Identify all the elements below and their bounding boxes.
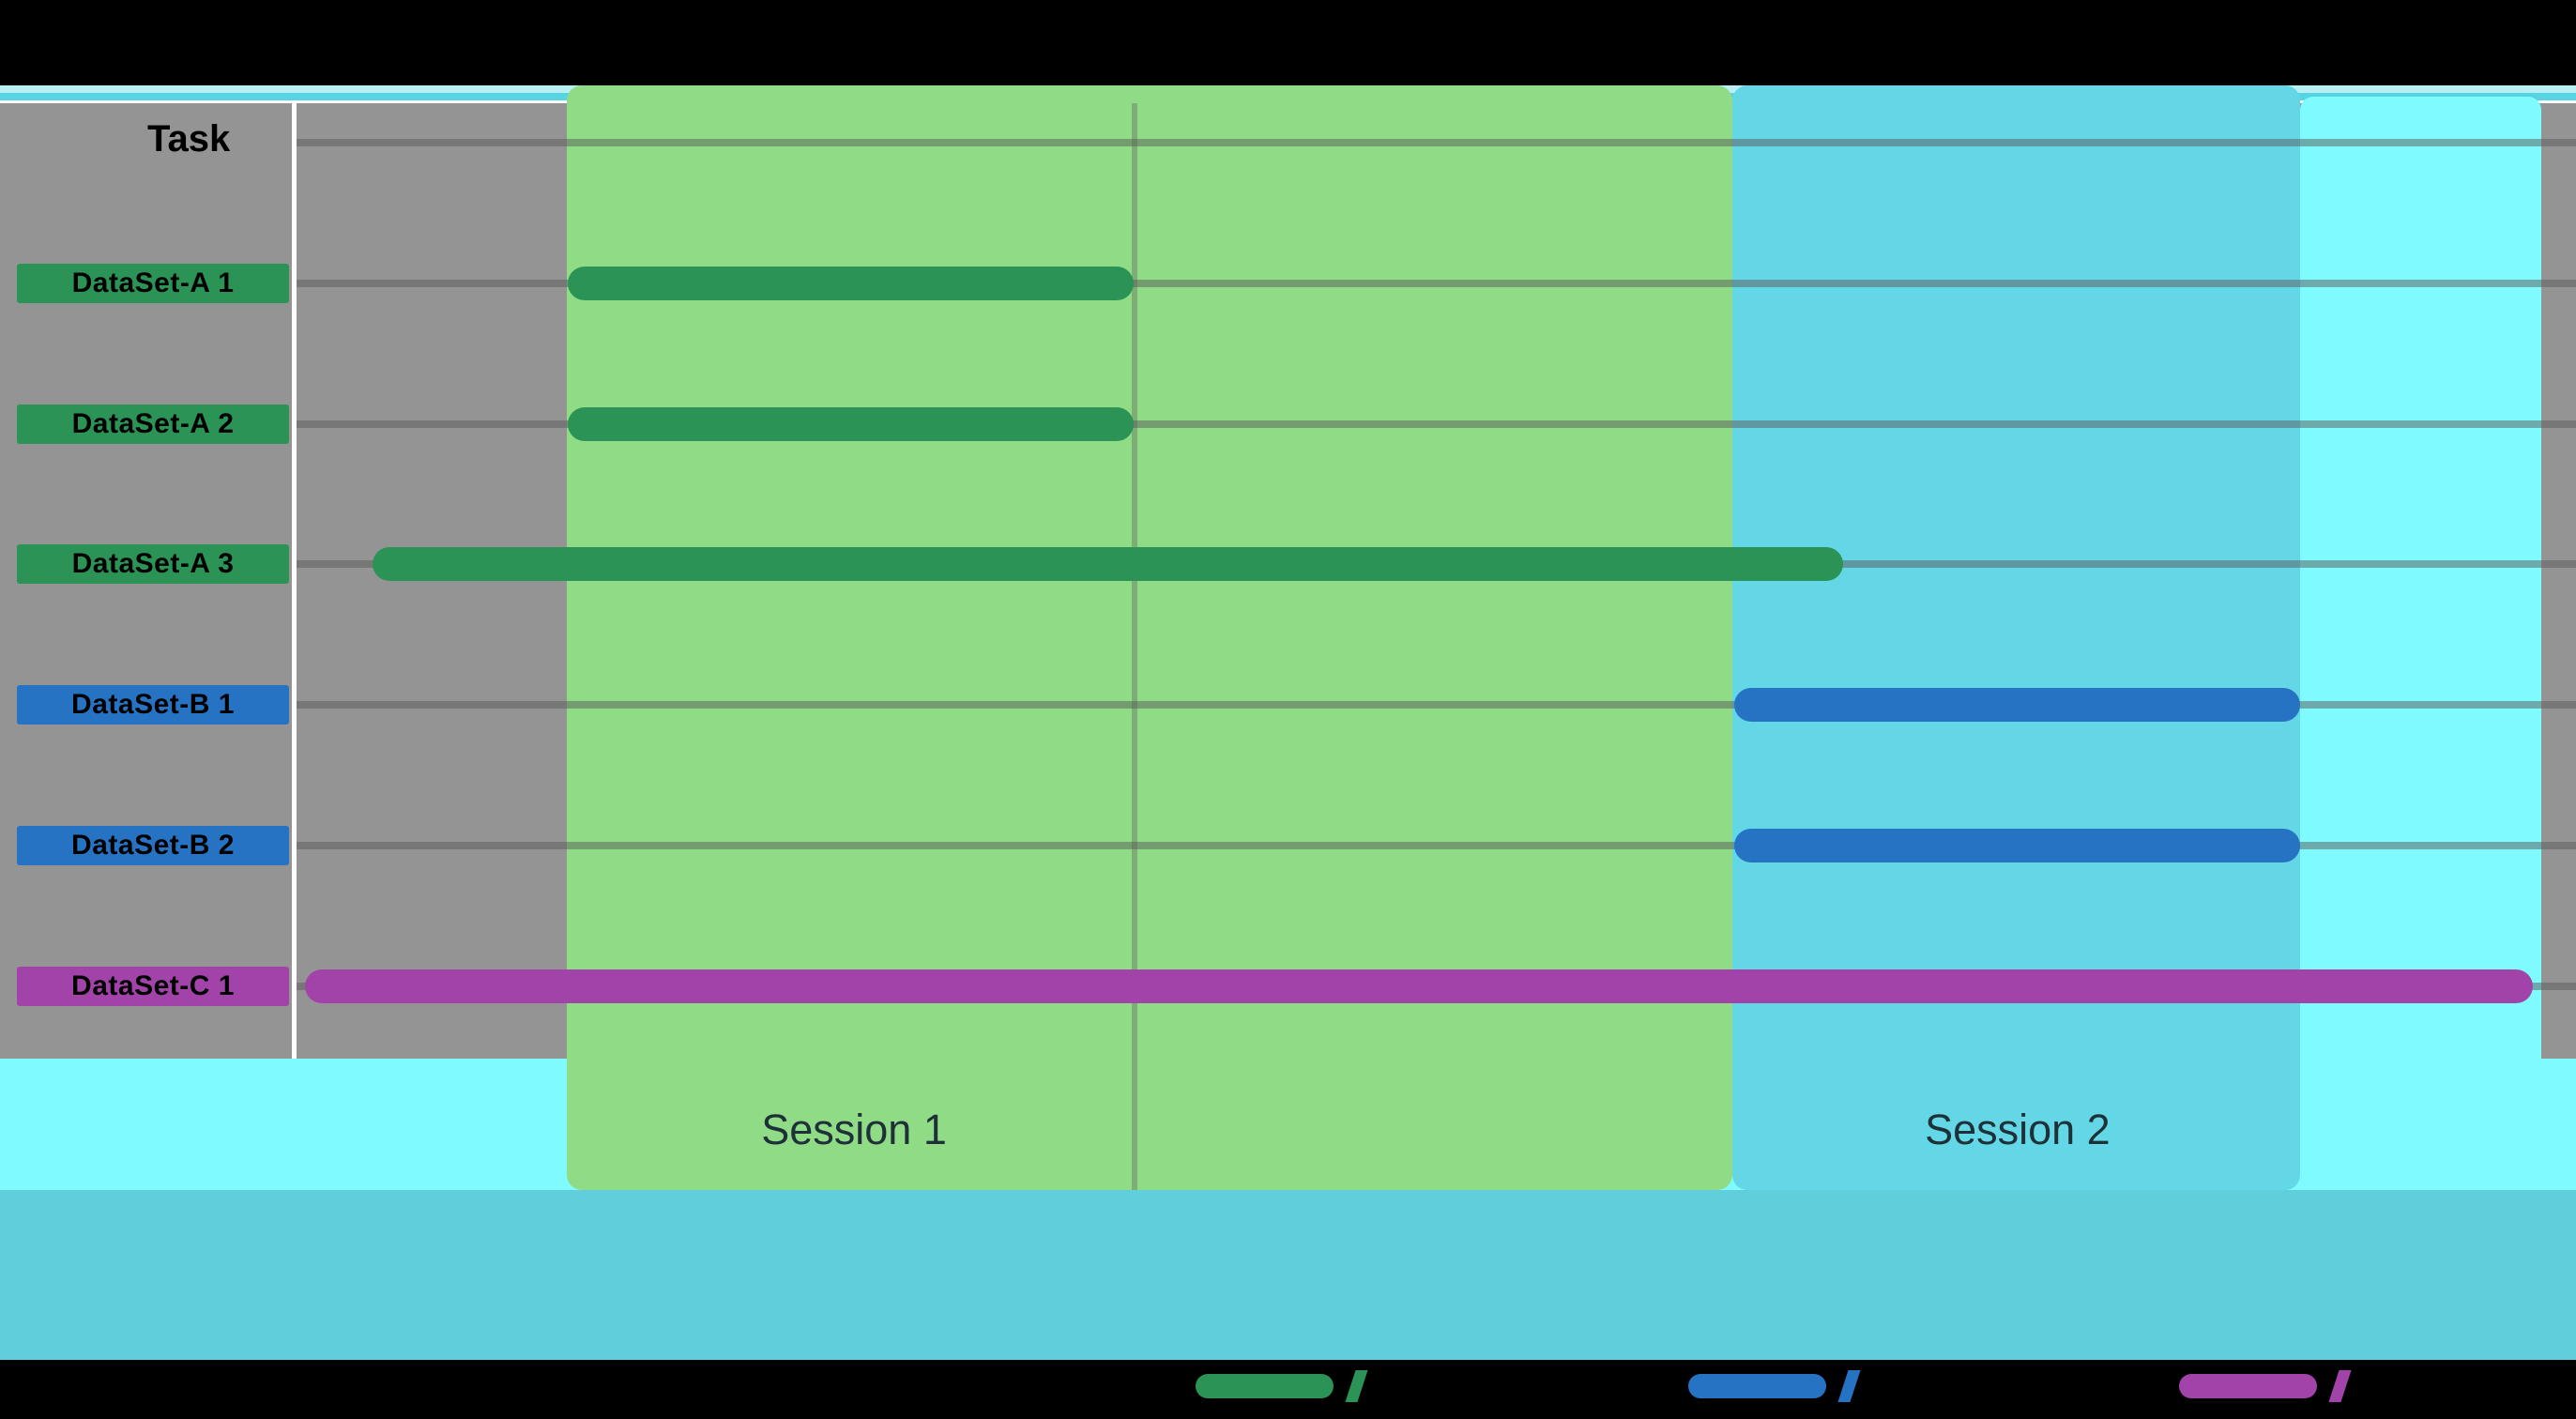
task-label-1: DataSet-A 1 <box>17 264 289 303</box>
task-column-header: Task <box>147 117 231 160</box>
legend-slash-1 <box>1345 1370 1368 1402</box>
task-bar-dataset-b-1 <box>1733 688 2300 722</box>
task-label-4: DataSet-B 1 <box>17 685 289 725</box>
legend-swatch-2 <box>1688 1374 1826 1398</box>
row-gridline-5 <box>294 842 2576 849</box>
row-gridline-0 <box>294 139 2576 146</box>
task-bar-dataset-b-2 <box>1733 829 2300 862</box>
session-label-2: Session 2 <box>1925 1106 2111 1153</box>
row-gridline-1 <box>294 280 2576 287</box>
task-bar-dataset-c-1 <box>305 969 2533 1003</box>
footer-cyan-band <box>0 1190 2576 1360</box>
task-label-5: DataSet-B 2 <box>17 826 289 865</box>
session-band-1 <box>567 85 1732 1190</box>
right-cyan-band <box>2299 97 2542 1187</box>
session-label-1: Session 1 <box>761 1106 947 1153</box>
task-bar-dataset-a-1 <box>567 267 1134 300</box>
task-label-3: DataSet-A 3 <box>17 544 289 584</box>
row-gridline-2 <box>294 420 2576 428</box>
legend-swatch-3 <box>2179 1374 2317 1398</box>
task-label-6: DataSet-C 1 <box>17 967 289 1006</box>
task-label-2: DataSet-A 2 <box>17 404 289 444</box>
time-gridline-0 <box>1131 103 1137 1190</box>
row-gridline-4 <box>294 701 2576 709</box>
task-bar-dataset-a-2 <box>567 407 1134 441</box>
task-bar-dataset-a-3 <box>372 547 1844 581</box>
legend-swatch-1 <box>1196 1374 1334 1398</box>
legend-slash-3 <box>2328 1370 2352 1402</box>
task-column-separator <box>292 100 297 1059</box>
session-band-2 <box>1731 85 2300 1190</box>
legend-slash-2 <box>1837 1370 1861 1402</box>
